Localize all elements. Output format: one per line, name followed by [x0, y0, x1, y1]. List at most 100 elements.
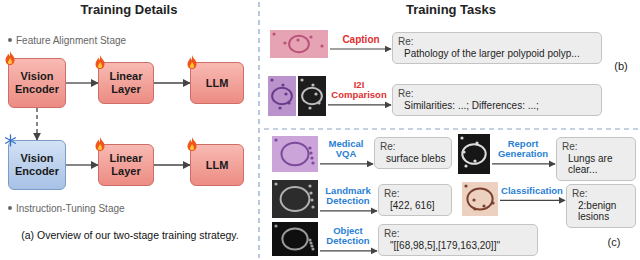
flame-inner [190, 62, 194, 68]
module-name: LLM [206, 159, 229, 172]
image-speck [491, 201, 494, 204]
image-speck [460, 136, 463, 139]
response-text: Similarities: ...; Differences: ...; [398, 100, 596, 112]
response-box: Re:"[[68,98,5],[179,163,20]]" [378, 224, 538, 256]
flame-outer [96, 137, 105, 151]
response-box: Re:Similarities: ...; Differences: ...; [392, 84, 602, 116]
image-speck [274, 138, 277, 141]
image-speck [317, 101, 320, 104]
task-arrow [320, 250, 377, 251]
response-text: "[[68,98,5],[179,163,20]]" [384, 240, 532, 252]
task-name: Medical VQA [320, 139, 372, 160]
image-speck [300, 78, 303, 81]
section-tag: (b) [606, 60, 636, 72]
pathology-image [270, 30, 328, 58]
response-prefix: Re: [562, 141, 630, 153]
image-speck [464, 164, 467, 167]
response-text: surface blebs [380, 153, 446, 165]
response-prefix: Re: [572, 188, 630, 200]
flame-outer [6, 51, 15, 65]
flow-arrow [154, 82, 190, 83]
response-text: 2:benign lesions [572, 200, 630, 223]
snowflake-icon [4, 134, 17, 147]
image-ground [458, 134, 490, 174]
fire-icon [95, 55, 105, 69]
bullet-dot [8, 38, 12, 42]
module-box: LLM [190, 62, 244, 104]
fire-icon [95, 137, 105, 151]
task-arrow [328, 104, 391, 105]
flow-arrow [66, 82, 98, 83]
image-speck [308, 238, 311, 241]
response-prefix: Re: [398, 88, 596, 100]
flame-inner [98, 62, 102, 68]
image-ground [272, 222, 318, 256]
image-speck [309, 241, 312, 244]
response-box: Re:2:benign lesions [566, 184, 636, 228]
arm [6, 138, 16, 144]
image-feature [467, 189, 492, 210]
task-name: Landmark Detection [320, 186, 376, 207]
image-speck [310, 244, 313, 247]
fire-icon [187, 55, 197, 69]
module-box: Linear Layer [98, 144, 154, 186]
image-speck [274, 224, 277, 227]
fire-icon [5, 51, 15, 65]
stage-name: Instruction-Tuning Stage [16, 203, 216, 214]
image-ground [272, 136, 318, 172]
image-speck [296, 38, 299, 41]
flow-arrow [66, 164, 98, 165]
image-feature [272, 88, 292, 105]
response-box: Re:Pathology of the larger polypoid poly… [392, 32, 602, 64]
image-ground [270, 30, 328, 58]
image-speck [462, 150, 465, 153]
image-speck [308, 184, 311, 187]
flame-outer [96, 55, 105, 69]
image-speck [314, 92, 317, 95]
image-speck [310, 198, 313, 201]
bullet-dot [8, 206, 12, 210]
image-speck [284, 92, 287, 95]
flame-inner [8, 58, 12, 64]
image-feature [282, 143, 309, 166]
task-arrow [492, 163, 555, 164]
image-ground [272, 180, 318, 218]
image-speck [310, 156, 313, 159]
response-text: [422, 616] [384, 200, 446, 212]
image-feature [282, 229, 307, 250]
task-arrow [330, 48, 391, 49]
response-box: Re:Lungs are clear... [556, 137, 636, 181]
image-speck [283, 41, 286, 44]
image-speck [272, 32, 275, 35]
image-speck [464, 184, 467, 187]
task-name: Classification [500, 186, 564, 196]
image-speck [320, 44, 323, 47]
panel-divider [258, 2, 259, 258]
image-speck [278, 106, 281, 109]
image-feature [462, 144, 485, 164]
image-speck [311, 83, 314, 86]
image-speck [308, 146, 311, 149]
figure-caption: (a) Overview of our two-stage training s… [4, 230, 256, 242]
flame-outer [188, 55, 197, 69]
image-speck [287, 101, 290, 104]
image-feature [281, 187, 310, 211]
module-name: LLM [206, 77, 229, 90]
image-speck [281, 83, 284, 86]
panel-heading: Training Tasks [262, 3, 640, 17]
task-name: I2I Comparison [328, 80, 390, 101]
flame-inner [98, 144, 102, 150]
image-ground [462, 182, 498, 216]
response-box: Re:surface blebs [374, 137, 452, 169]
task-name: Caption [332, 34, 390, 45]
image-speck [270, 78, 273, 81]
image-ground [268, 76, 296, 116]
xray-image [458, 134, 490, 174]
task-arrow [320, 210, 377, 211]
module-name: Linear Layer [102, 70, 150, 95]
task-name: Object Detection [320, 226, 376, 247]
image-speck [475, 141, 478, 144]
section-divider [264, 128, 638, 129]
module-name: Linear Layer [102, 152, 150, 177]
brain-ct-image [272, 222, 318, 256]
